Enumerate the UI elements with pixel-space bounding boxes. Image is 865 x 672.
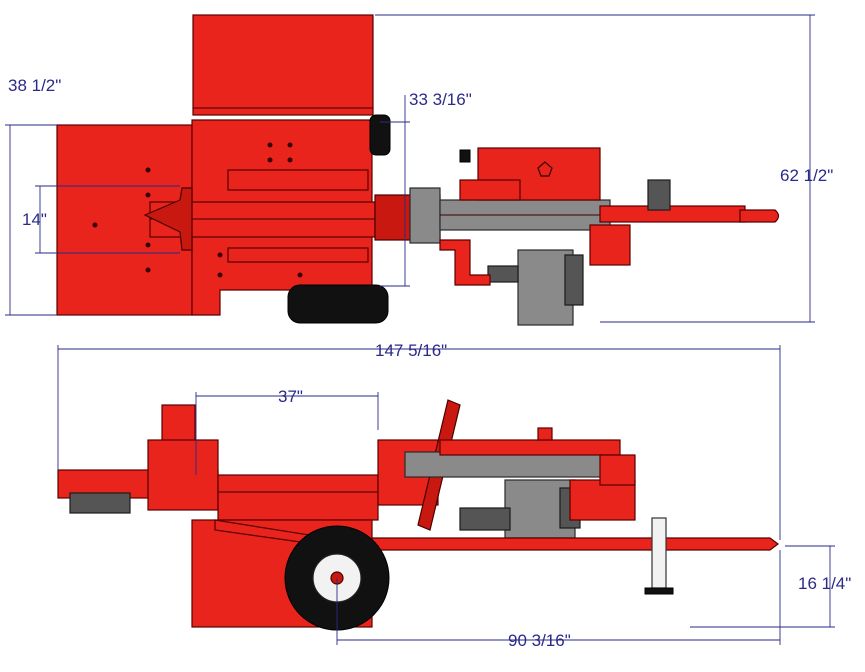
top-tongue bbox=[599, 205, 746, 223]
side-beam bbox=[217, 474, 379, 521]
top-dimensions: 62 1/2" 38 1/2" 33 3/16" 14" bbox=[5, 14, 833, 323]
dim-top-body-width: 38 1/2" bbox=[8, 76, 61, 95]
top-view bbox=[56, 14, 780, 326]
dim-side-hitch-height: 16 1/4" bbox=[798, 574, 851, 593]
top-holes bbox=[92, 142, 303, 278]
side-dimensions: 147 5/16" 37" 16 1/4" 90 3/16" bbox=[57, 341, 851, 650]
top-engine bbox=[517, 249, 574, 326]
side-tongue bbox=[371, 537, 779, 551]
top-tire bbox=[287, 284, 389, 324]
dim-side-axle-to-hitch: 90 3/16" bbox=[508, 631, 571, 650]
dim-top-overall-width: 62 1/2" bbox=[780, 166, 833, 185]
dim-side-stroke: 37" bbox=[278, 387, 303, 406]
dim-top-beam-width: 33 3/16" bbox=[409, 90, 472, 109]
side-jack-stand bbox=[651, 517, 667, 589]
top-wedge bbox=[143, 187, 193, 251]
top-upper-tray bbox=[192, 14, 374, 116]
side-cylinder bbox=[404, 451, 606, 478]
dim-top-wedge-width: 14" bbox=[22, 210, 47, 229]
dim-side-overall-length: 147 5/16" bbox=[375, 341, 447, 360]
side-view bbox=[57, 399, 779, 631]
